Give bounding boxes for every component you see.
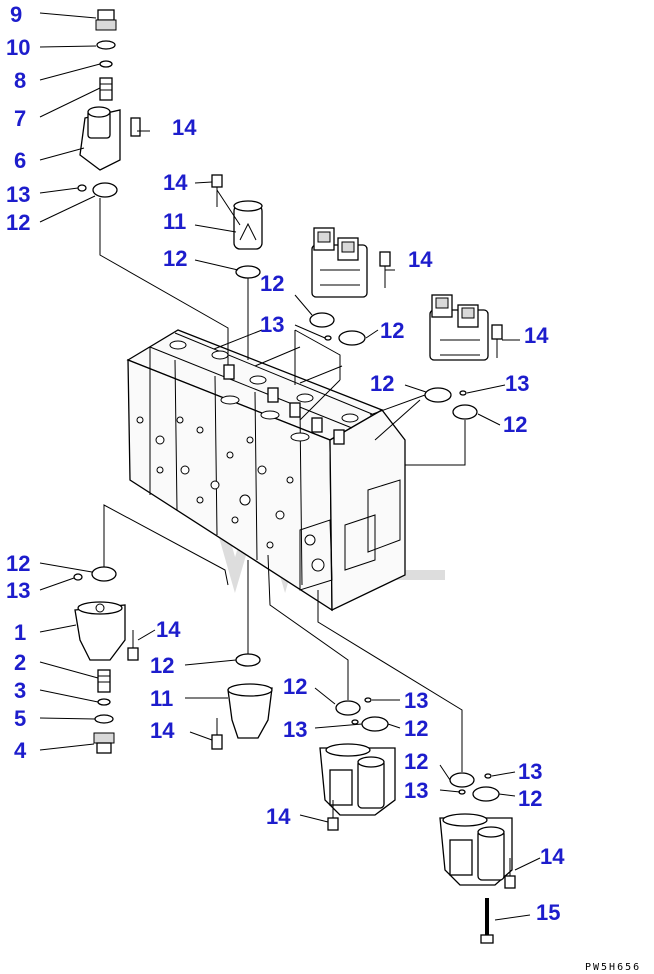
callout-12: 12: [518, 786, 542, 811]
callout-12: 12: [260, 271, 284, 296]
callout-8: 8: [14, 68, 26, 93]
cap-11-a: [233, 200, 263, 250]
callout-5: 5: [14, 706, 26, 731]
o-ring-13-c: [459, 390, 467, 396]
callout-13: 13: [404, 688, 428, 713]
callout-13: 13: [6, 578, 30, 603]
callout-14: 14: [408, 247, 433, 272]
callout-14: 14: [172, 115, 197, 140]
top-fittings: [223, 364, 345, 445]
callout-13: 13: [404, 778, 428, 803]
bolt-14-g: [504, 858, 516, 889]
o-ring-12-a: [92, 182, 118, 198]
o-ring-13-f: [351, 719, 359, 725]
callout-2: 2: [14, 650, 26, 675]
o-ring-12-h: [235, 653, 261, 667]
bolt-14-c: [491, 324, 503, 358]
housing-1: [74, 601, 126, 661]
callout-14: 14: [540, 844, 565, 869]
callout-12: 12: [380, 318, 404, 343]
bolt-14-a: [211, 174, 223, 207]
drawing-code: PW5H656: [585, 962, 641, 973]
o-ring-12-c: [309, 312, 335, 328]
ring-3: [97, 698, 111, 706]
callout-14: 14: [150, 718, 175, 743]
callout-13: 13: [505, 371, 529, 396]
callout-11: 11: [163, 209, 186, 234]
o-ring-10: [96, 40, 116, 50]
callout-11: 11: [150, 686, 173, 711]
o-ring-12-e: [424, 387, 452, 403]
callout-12: 12: [503, 412, 527, 437]
o-ring-13-b: [324, 335, 332, 341]
callout-12: 12: [404, 716, 428, 741]
callout-14: 14: [156, 617, 181, 642]
housing-6: [79, 106, 141, 171]
callout-12: 12: [370, 371, 394, 396]
solenoid-valve-upper: [311, 227, 368, 298]
o-ring-12-g: [91, 566, 117, 582]
bolt-15: [480, 898, 494, 944]
callout-13: 13: [6, 182, 30, 207]
callout-13: 13: [283, 717, 307, 742]
callout-1: 1: [14, 620, 26, 645]
leader-lines: [39, 12, 541, 921]
o-ring-12-i: [335, 700, 361, 716]
callout-13: 13: [518, 759, 542, 784]
o-ring-12-l: [472, 786, 500, 802]
callout-4: 4: [14, 738, 27, 763]
valve-bottom-dual: [439, 813, 513, 886]
plug-9: [95, 9, 117, 31]
bolt-14-f: [327, 800, 339, 831]
plug-4: [93, 732, 115, 754]
bolt-14-d: [127, 630, 139, 661]
callout-12: 12: [283, 674, 307, 699]
callout-10: 10: [6, 35, 30, 60]
ring-8: [99, 60, 113, 68]
top-ports: [169, 340, 359, 442]
solenoid-valve-right: [429, 294, 489, 361]
callout-7: 7: [14, 106, 26, 131]
o-ring-5: [94, 714, 114, 724]
callout-15: 15: [536, 900, 560, 925]
callout-3: 3: [14, 678, 26, 703]
o-ring-13-d: [73, 573, 83, 581]
callout-12: 12: [6, 551, 30, 576]
o-ring-12-k: [449, 772, 475, 788]
front-ports: [136, 416, 325, 572]
o-ring-12-d: [338, 330, 366, 346]
valve-2: [97, 669, 111, 693]
callout-labels: 9 10 8 7 14 6 13 12 14 11 12 12 14 13 12…: [6, 2, 565, 925]
callout-12: 12: [404, 749, 428, 774]
o-ring-12-j: [361, 716, 389, 732]
callout-12: 12: [150, 653, 174, 678]
valve-7: [99, 77, 113, 101]
o-ring-12-b: [235, 265, 261, 279]
valve-lower-dual: [319, 743, 396, 816]
callout-6: 6: [14, 148, 26, 173]
callout-13: 13: [260, 312, 284, 337]
callout-12: 12: [163, 246, 187, 271]
cap-11-b: [227, 683, 273, 739]
valve-body: [126, 329, 406, 612]
callout-14: 14: [524, 323, 549, 348]
o-ring-13-e: [364, 697, 372, 703]
callout-14: 14: [266, 804, 291, 829]
callout-14: 14: [163, 170, 188, 195]
bolt-14-e: [211, 718, 223, 750]
o-ring-13-g: [484, 773, 492, 779]
o-ring-12-f: [452, 404, 478, 420]
callout-9: 9: [10, 2, 22, 27]
callout-12: 12: [6, 210, 30, 235]
o-ring-13-a: [77, 184, 87, 192]
